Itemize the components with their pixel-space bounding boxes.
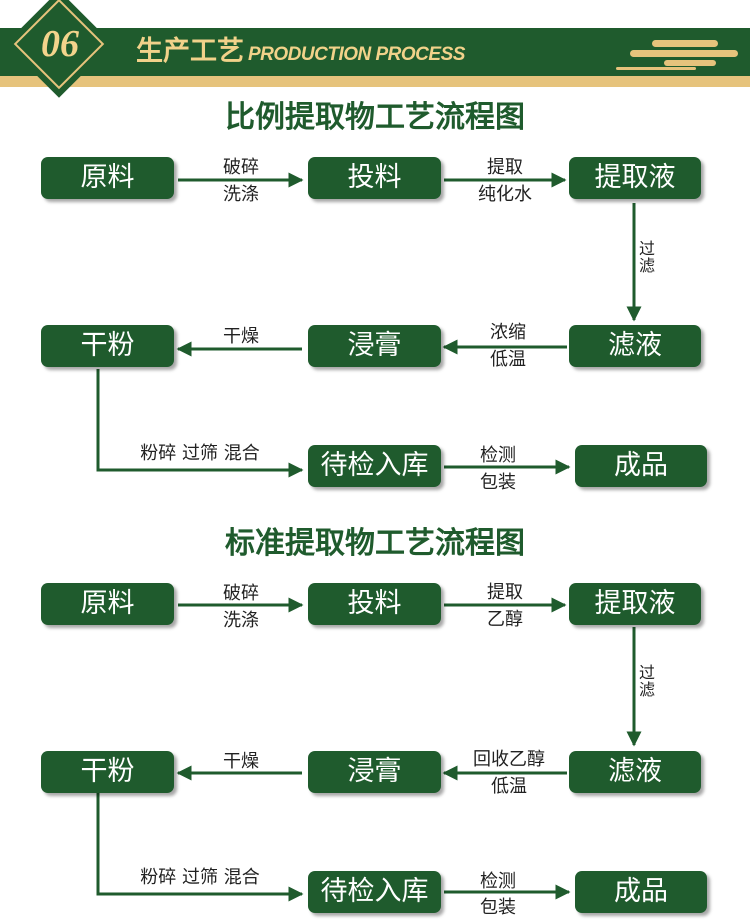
flow1-title: 比例提取物工艺流程图 [225, 100, 525, 135]
edge-label-top: 回收乙醇 [473, 749, 545, 770]
node-feeding: 投料 [308, 157, 441, 199]
header-title-en: PRODUCTION PROCESS [248, 44, 465, 65]
header-gold-stripe [0, 76, 750, 87]
edge-label-top: 检测 [480, 445, 516, 466]
arrow-powder-storage [96, 369, 304, 478]
cloud-ornament-icon [616, 40, 738, 70]
node-raw-material: 原料 [41, 157, 174, 199]
edge-label: 干燥 [223, 751, 259, 772]
header-title-cn: 生产工艺 [136, 36, 244, 67]
flow2-connectors [96, 597, 642, 902]
edge-label-bottom: 包装 [480, 897, 516, 918]
edge-label-top: 浓缩 [490, 322, 526, 343]
edge-label-top: 破碎 [223, 157, 259, 178]
node-finished-product: 成品 [575, 445, 707, 487]
node-filtrate: 滤液 [569, 325, 701, 367]
arrow-powder-storage [96, 792, 304, 902]
edge-label-bottom: 低温 [491, 776, 527, 797]
edge-label: 干燥 [223, 326, 259, 347]
node-raw-material: 原料 [41, 583, 174, 625]
edge-label-bottom: 洗涤 [223, 610, 259, 631]
node-paste: 浸膏 [308, 325, 441, 367]
edge-label-top: 破碎 [223, 583, 259, 604]
node-feeding: 投料 [308, 583, 441, 625]
node-extract-liquid: 提取液 [569, 157, 701, 199]
node-dry-powder: 干粉 [41, 751, 174, 793]
node-finished-product: 成品 [575, 871, 707, 913]
edge-label-vertical: 过滤 [638, 239, 655, 275]
flow1-connectors [96, 172, 642, 478]
node-storage: 待检入库 [308, 445, 441, 487]
edge-label-top: 提取 [487, 157, 523, 178]
edge-label-bottom: 纯化水 [478, 184, 532, 205]
edge-label: 粉碎 过筛 混合 [140, 867, 260, 888]
node-filtrate: 滤液 [569, 751, 701, 793]
node-storage: 待检入库 [308, 871, 441, 913]
edge-label-bottom: 乙醇 [487, 609, 523, 630]
edge-label-bottom: 洗涤 [223, 184, 259, 205]
edge-label-top: 检测 [480, 871, 516, 892]
edge-label-bottom: 低温 [490, 349, 526, 370]
edge-label: 粉碎 过筛 混合 [140, 443, 260, 464]
node-dry-powder: 干粉 [41, 325, 174, 367]
edge-label-vertical: 过滤 [638, 663, 655, 699]
flow2-title: 标准提取物工艺流程图 [225, 526, 525, 561]
edge-label-top: 提取 [487, 582, 523, 603]
node-paste: 浸膏 [308, 751, 441, 793]
node-extract-liquid: 提取液 [569, 583, 701, 625]
section-number: 06 [41, 23, 79, 65]
edge-label-bottom: 包装 [480, 472, 516, 493]
